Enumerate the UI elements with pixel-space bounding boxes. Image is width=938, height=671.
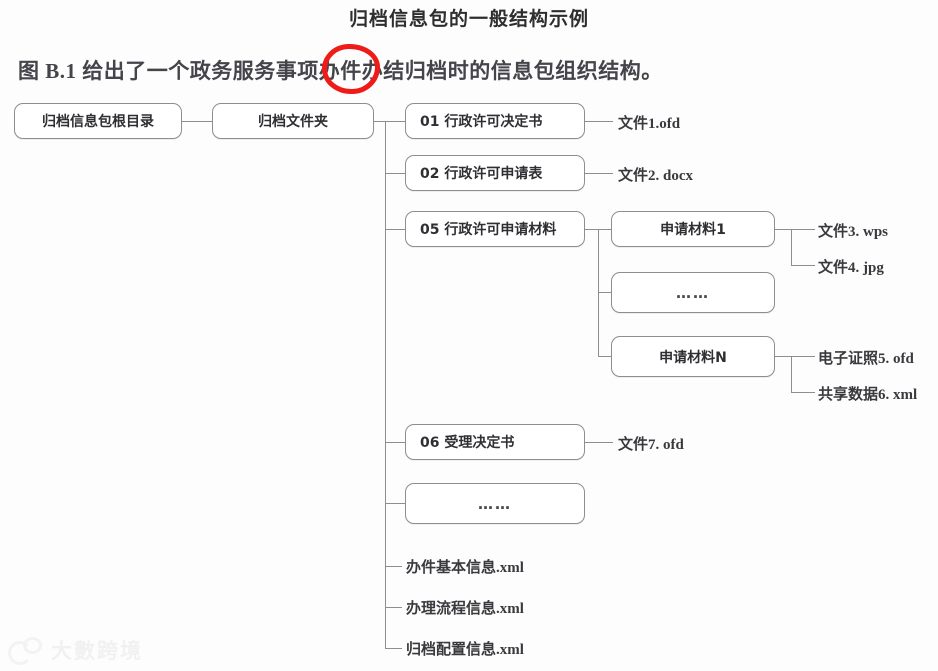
connector-trunk-to-child-3 [385, 229, 405, 230]
connector-sub-1-to-files [775, 229, 792, 230]
page-title: 归档信息包的一般结构示例 [348, 8, 589, 30]
sub-3-file-branch-line [791, 356, 792, 392]
connector-root-to-folder [182, 121, 212, 122]
file-label-5: 电子证照5. ofd [818, 351, 914, 367]
leaf-file-2: 办理流程信息.xml [406, 601, 524, 617]
connector-trunk-to-leaf-1 [385, 566, 402, 567]
node-root-directory[interactable]: 归档信息包根目录 [14, 103, 182, 139]
watermark: 大數跨境 [8, 635, 143, 665]
sub-1-file-branch-line [791, 229, 792, 265]
file-label-4: 文件4. jpg [818, 260, 884, 276]
node-child-4[interactable]: 06 受理决定书 [405, 424, 585, 460]
file-label-2: 文件2. docx [618, 168, 694, 184]
connector-sub-1-file-2 [791, 265, 815, 266]
paragraph-text-after: 办结归档时的信息包组织结构。 [361, 59, 663, 83]
watermark-text: 大數跨境 [51, 639, 143, 663]
connector-sub-1-file-1 [791, 229, 815, 230]
file-label-7: 文件7. ofd [618, 437, 684, 453]
connector-child-3-to-subtrunk [585, 229, 599, 230]
node-child-5-ellipsis[interactable]: …… [405, 483, 585, 524]
connector-trunk-to-leaf-3 [385, 648, 402, 649]
trunk-vertical-line [385, 121, 386, 648]
connector-trunk-to-child-4 [385, 442, 405, 443]
connector-sub-3-to-files [775, 356, 792, 357]
leaf-file-3: 归档配置信息.xml [406, 642, 524, 658]
leaf-file-1: 办件基本信息.xml [406, 560, 524, 576]
connector-subtrunk-to-sub-3 [598, 356, 611, 357]
node-child-2[interactable]: 02 行政许可申请表 [405, 155, 585, 191]
connector-subtrunk-to-sub-1 [598, 229, 611, 230]
connector-sub-3-file-2 [791, 392, 815, 393]
connector-trunk-to-leaf-2 [385, 607, 402, 608]
connector-sub-3-file-1 [791, 356, 815, 357]
connector-subtrunk-to-sub-2 [598, 292, 611, 293]
node-sub-1[interactable]: 申请材料1 [611, 211, 775, 247]
node-sub-2-ellipsis[interactable]: …… [611, 272, 775, 313]
paragraph-text-before: 图 B.1 给出了一个政务服务事项 [18, 59, 319, 83]
file-label-1: 文件1.ofd [618, 116, 681, 132]
connector-trunk-to-child-1 [385, 121, 405, 122]
node-child-1[interactable]: 01 行政许可决定书 [405, 103, 585, 139]
connector-child-1-to-file [585, 121, 613, 122]
file-label-6: 共享数据6. xml [818, 387, 918, 403]
connector-child-2-to-file [585, 173, 613, 174]
node-sub-3[interactable]: 申请材料N [611, 336, 775, 377]
watermark-logo-icon [8, 637, 44, 665]
paragraph-highlighted-term: 办件 [318, 59, 362, 83]
subtrunk-vertical-line [598, 229, 599, 357]
intro-paragraph: 图 B.1 给出了一个政务服务事项办件办结归档时的信息包组织结构。 [18, 55, 918, 85]
connector-trunk-to-child-2 [385, 173, 405, 174]
file-label-3: 文件3. wps [818, 224, 889, 240]
connector-trunk-to-child-5 [385, 503, 405, 504]
node-child-3[interactable]: 05 行政许可申请材料 [405, 211, 585, 247]
connector-child-4-to-file [585, 442, 613, 443]
node-archive-folder[interactable]: 归档文件夹 [212, 103, 374, 139]
connector-folder-to-trunk [374, 121, 386, 122]
